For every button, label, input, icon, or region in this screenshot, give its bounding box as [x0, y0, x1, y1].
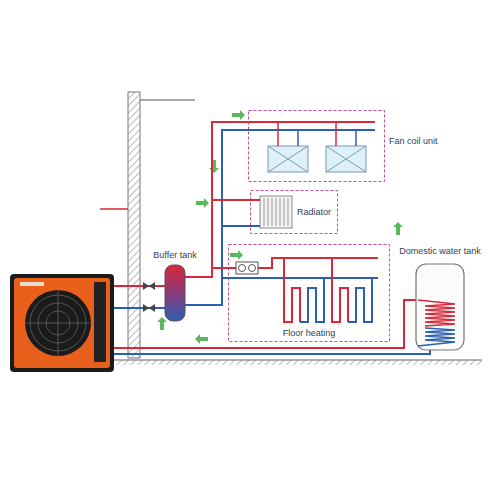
- return-branch: [222, 277, 228, 279]
- pipe: [250, 199, 260, 201]
- domestic-water-tank: Domestic water tank: [395, 246, 485, 354]
- pipe: [284, 258, 300, 322]
- pipe: [284, 198, 285, 226]
- supply-pipe: [185, 268, 228, 277]
- pipe: [418, 300, 455, 326]
- pipe: [288, 198, 289, 226]
- pipe: [355, 130, 357, 146]
- pipe: [264, 198, 265, 226]
- fan-coil-unit: Fan coil unit: [248, 110, 385, 182]
- valve: [143, 282, 155, 312]
- pipe: [268, 146, 308, 172]
- pump: [239, 265, 246, 272]
- pipe: [272, 198, 273, 226]
- pipe: [300, 278, 324, 322]
- pipe: [335, 122, 337, 146]
- pipe: [348, 278, 372, 322]
- fan-coil: [268, 146, 308, 172]
- group-outline: [251, 191, 338, 234]
- pipe: [268, 146, 308, 172]
- buffer-tank-drawing: [150, 250, 200, 325]
- pipe: [326, 146, 366, 172]
- wall: [128, 92, 140, 358]
- pipe: [228, 277, 378, 279]
- node-label: Buffer tank: [152, 250, 197, 261]
- group-outline: [249, 111, 385, 182]
- buffer-tank: Buffer tank: [150, 250, 200, 325]
- tank-body: [165, 265, 185, 321]
- pump: [249, 265, 256, 272]
- node-label: Floor heating: [282, 328, 337, 339]
- pipe: [277, 122, 279, 146]
- pipe: [297, 130, 299, 146]
- pipe: [326, 146, 366, 172]
- node-label: Radiator: [296, 207, 332, 218]
- supply-pipe: [112, 285, 165, 287]
- heat-pump: [10, 274, 114, 372]
- pipe-stub: [140, 100, 195, 101]
- pipe: [250, 225, 260, 227]
- group-outline: [229, 245, 390, 342]
- flow-arrow: [157, 110, 403, 344]
- pipe: [268, 198, 269, 226]
- pipe: [418, 328, 455, 346]
- pipe-stub: [100, 208, 128, 210]
- node-label: Domestic water tank: [398, 246, 482, 257]
- return-branch: [222, 225, 250, 227]
- tank-body: [416, 264, 464, 350]
- floor-heating: Floor heating: [228, 244, 390, 342]
- return-pipe: [112, 307, 165, 309]
- dhw-return: [112, 346, 430, 354]
- pipe: [280, 198, 281, 226]
- pipe: [248, 121, 375, 123]
- pump: [236, 262, 258, 274]
- fan-coil-unit-drawing: [248, 110, 385, 182]
- supply-pipe: [185, 200, 250, 277]
- pipe: [332, 258, 348, 322]
- pipe: [276, 198, 277, 226]
- radiator-body: [260, 196, 292, 228]
- node-label: Fan coil unit: [388, 136, 439, 147]
- radiator: Radiator: [250, 190, 338, 234]
- fan-coil: [326, 146, 366, 172]
- domestic-water-tank-drawing: [395, 246, 485, 354]
